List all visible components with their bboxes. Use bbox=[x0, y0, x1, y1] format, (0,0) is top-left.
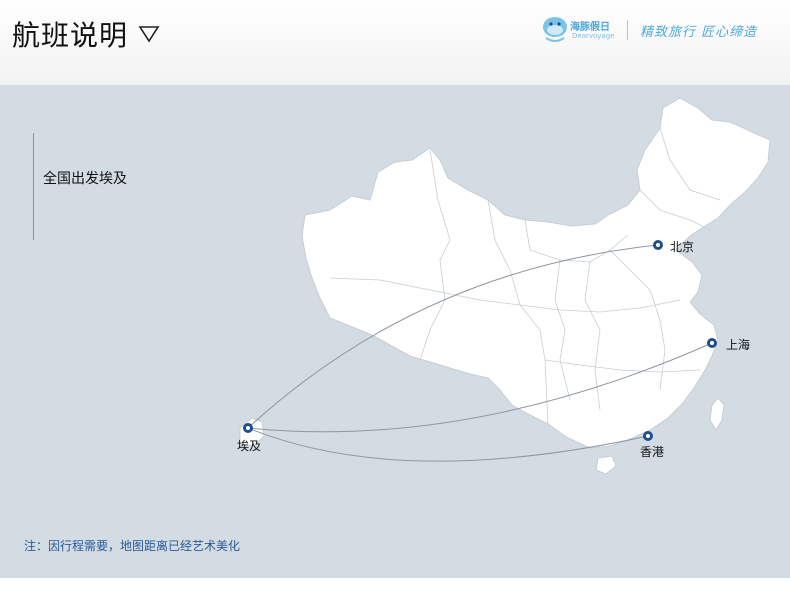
brand-slogan: 精致旅行 匠心缔造 bbox=[640, 25, 758, 40]
triangle-down-icon[interactable] bbox=[138, 22, 160, 44]
origin-marker-egypt[interactable] bbox=[243, 423, 253, 433]
footnote: 注：因行程需要，地图距离已经艺术美化 bbox=[24, 539, 241, 553]
city-label-shanghai: 上海 bbox=[726, 338, 751, 352]
hainan-land bbox=[595, 455, 617, 475]
city-marker-beijing[interactable] bbox=[653, 240, 663, 250]
dolphin-logo-icon bbox=[543, 17, 567, 42]
map-area: 全国出发埃及 bbox=[0, 85, 790, 578]
brand-divider bbox=[627, 20, 628, 40]
city-label-hongkong: 香港 bbox=[640, 445, 665, 459]
route-egypt-shanghai bbox=[247, 342, 713, 433]
page-title: 航班说明 bbox=[12, 19, 129, 52]
brand-name-en: Dearvoyage bbox=[572, 32, 615, 40]
province-borders bbox=[329, 127, 721, 425]
china-land bbox=[301, 97, 771, 449]
route-egypt-beijing bbox=[247, 244, 659, 429]
city-marker-hongkong[interactable] bbox=[643, 431, 653, 441]
header-bar: 航班说明 海豚假日 Dearvoyage 精致旅行 匠心缔造 bbox=[0, 0, 790, 85]
route-egypt-hongkong bbox=[247, 427, 649, 462]
bottom-strip bbox=[0, 578, 790, 599]
city-marker-shanghai[interactable] bbox=[707, 338, 717, 348]
city-label-beijing: 北京 bbox=[670, 240, 695, 254]
departure-label: 全国出发埃及 bbox=[43, 171, 127, 187]
taiwan-land bbox=[709, 397, 725, 431]
brand-logo: 海豚假日 Dearvoyage 精致旅行 匠心缔造 bbox=[540, 12, 780, 52]
brand-name: 海豚假日 bbox=[570, 22, 610, 33]
route-map bbox=[239, 97, 771, 475]
origin-label-egypt: 埃及 bbox=[237, 439, 262, 453]
departure-bar bbox=[33, 133, 34, 240]
